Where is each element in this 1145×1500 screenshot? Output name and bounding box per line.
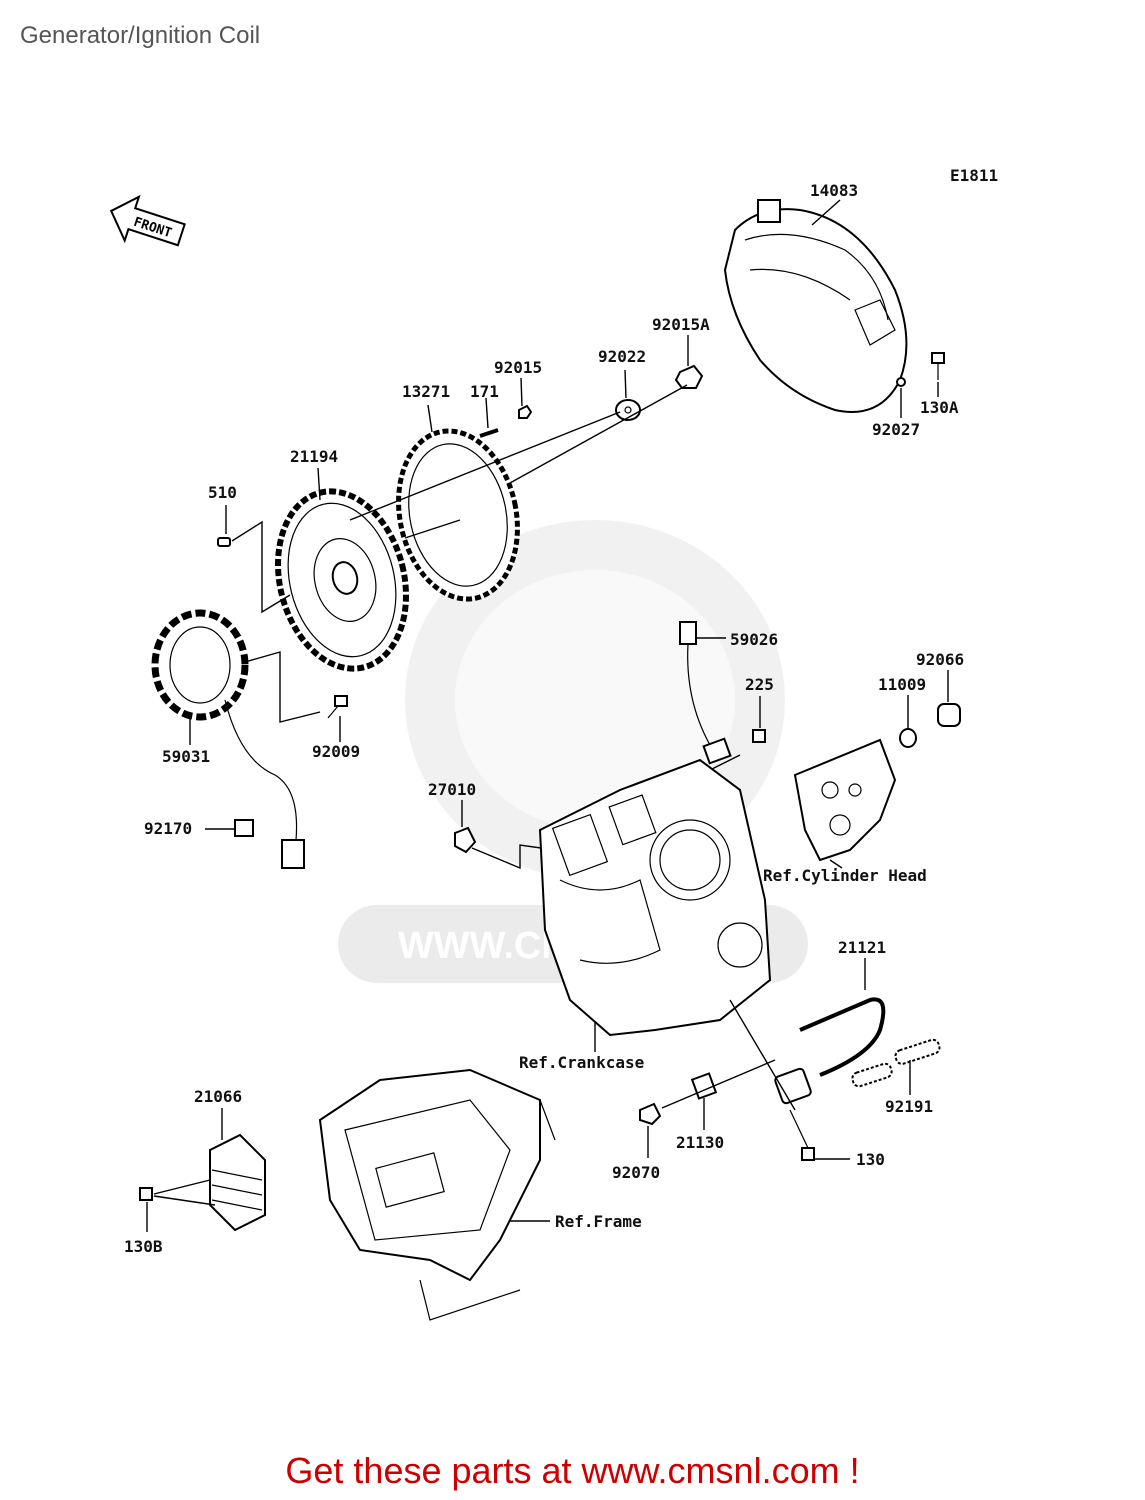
sensor-27010 — [454, 826, 477, 854]
bolt-130B — [139, 1187, 153, 1201]
label-92066: 92066 — [916, 650, 964, 669]
label-130B: 130B — [124, 1237, 163, 1256]
ref-crankcase: Ref.Crankcase — [519, 1053, 644, 1072]
label-21130: 21130 — [676, 1133, 724, 1152]
cylinder-head-ref — [793, 738, 897, 862]
label-11009: 11009 — [878, 675, 926, 694]
label-92170: 92170 — [144, 819, 192, 838]
label-92191: 92191 — [885, 1097, 933, 1116]
label-130A: 130A — [920, 398, 959, 417]
label-13271: 13271 — [402, 382, 450, 401]
label-21121: 21121 — [838, 938, 886, 957]
plug-92066 — [937, 703, 961, 727]
label-510: 510 — [208, 483, 237, 502]
label-59026: 59026 — [730, 630, 778, 649]
frame-ref — [318, 1068, 556, 1321]
spark-plug-92070 — [639, 1102, 662, 1126]
stud-171 — [479, 428, 499, 438]
label-92027: 92027 — [872, 420, 920, 439]
generator-cover — [723, 199, 908, 413]
bolt-225 — [752, 729, 766, 743]
label-130: 130 — [856, 1150, 885, 1169]
label-14083: 14083 — [810, 181, 858, 200]
flywheel-rotor — [275, 488, 409, 672]
ref-cylinder-head: Ref.Cylinder Head — [763, 866, 927, 885]
bolt-130 — [789, 1109, 815, 1161]
stator-coil — [151, 609, 305, 869]
pickup-coil — [679, 621, 732, 765]
bolt-92009 — [327, 695, 348, 719]
clamp-92170 — [234, 819, 254, 837]
label-59031: 59031 — [162, 747, 210, 766]
label-225: 225 — [745, 675, 774, 694]
label-21194: 21194 — [290, 447, 338, 466]
label-171: 171 — [470, 382, 499, 401]
diagram-code: E1811 — [950, 166, 998, 185]
bolt-130A — [931, 352, 945, 380]
key-510 — [217, 537, 231, 547]
springs-92191 — [851, 1038, 941, 1088]
label-92009: 92009 — [312, 742, 360, 761]
nut-92015 — [518, 404, 533, 419]
regulator-rectifier — [209, 1133, 266, 1232]
crankcase-ref — [538, 758, 772, 1037]
parts-diagram: WWW.CMSNL.COM E1811 FRONT — [109, 166, 998, 1321]
label-92015A: 92015A — [652, 315, 710, 334]
page-title: Generator/Ignition Coil — [20, 22, 261, 49]
starter-gear-ring — [396, 428, 520, 602]
label-92070: 92070 — [612, 1163, 660, 1182]
ref-frame: Ref.Frame — [555, 1212, 642, 1231]
label-27010: 27010 — [428, 780, 476, 799]
o-ring-11009 — [899, 728, 917, 748]
label-92015: 92015 — [494, 358, 542, 377]
front-arrow-icon: FRONT — [109, 194, 186, 247]
label-92022: 92022 — [598, 347, 646, 366]
nut-92015A — [674, 364, 704, 389]
footer-promo-link[interactable]: Get these parts at www.cmsnl.com ! — [285, 1450, 860, 1491]
label-21066: 21066 — [194, 1087, 242, 1106]
ignition-coil — [774, 997, 886, 1105]
